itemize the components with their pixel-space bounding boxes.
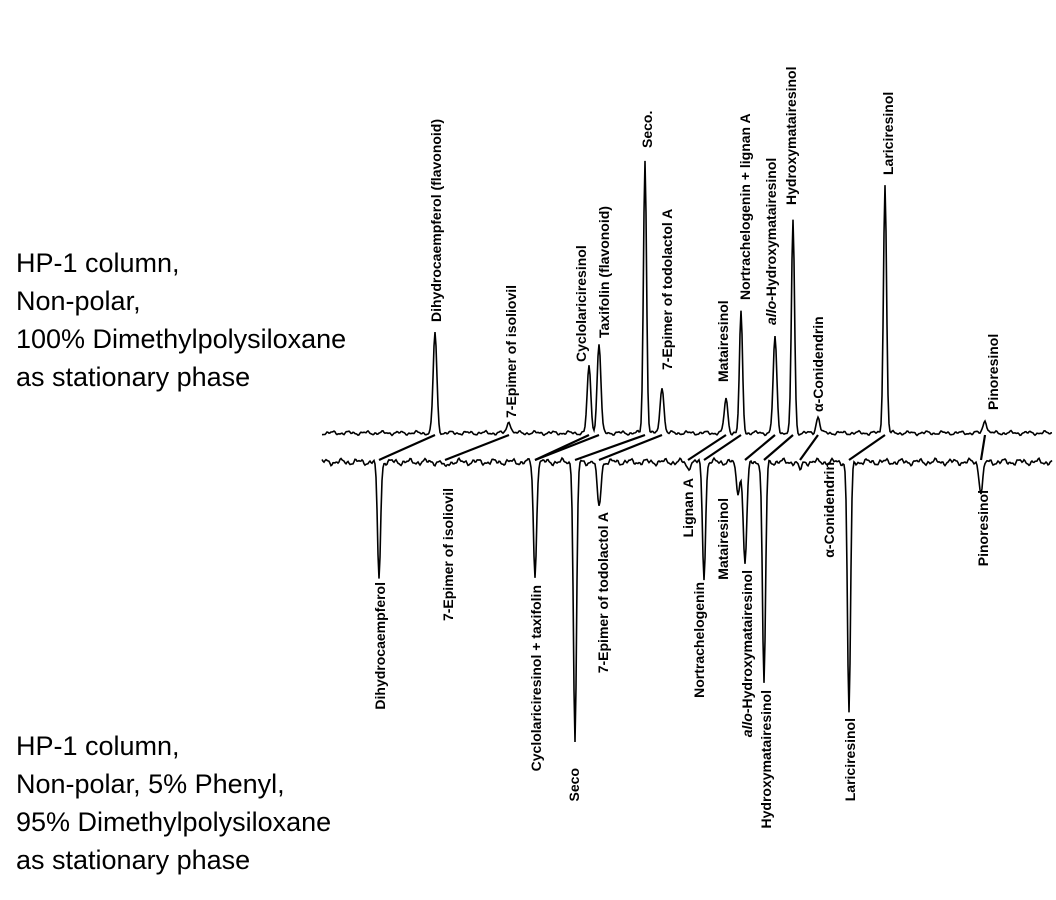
bottom-peak-label: Dihydrocaempferol (372, 582, 388, 710)
peak-correlation-line (378, 433, 436, 462)
top-peak-label: Nortrachelogenin + lignan A (737, 113, 753, 300)
bottom-peak-label: α-Conidendrin (821, 462, 837, 558)
peak-correlation-line (444, 433, 510, 462)
bottom-peak-label: 7-Epimer of isoliovil (440, 488, 456, 621)
bottom-peak-label: Cyclolariciresinol + taxifolin (528, 585, 544, 771)
top-peak-label: Hydroxymatairesinol (783, 67, 799, 206)
top-peak-label: Taxifolin (flavonoid) (596, 206, 612, 338)
caption-line: HP-1 column, (16, 731, 180, 761)
bottom-peak-label: Lignan A (680, 478, 696, 537)
bottom-peak-label: Hydroxymatairesinol (758, 690, 774, 829)
peak-correlation-line (848, 434, 886, 461)
top-chromatogram-trace (321, 160, 1053, 437)
top-peak-label: Lariciresinol (880, 92, 896, 175)
peak-correlation-line (687, 434, 727, 461)
top-peak-label: 7-Epimer of todolactol A (659, 209, 675, 370)
top-peak-label: α-Conidendrin (810, 316, 826, 412)
peak-correlation-line (763, 434, 794, 461)
top-peak-label: Cyclolariciresinol (573, 245, 589, 362)
caption-line: Non-polar, (16, 286, 141, 316)
caption-line: 100% Dimethylpolysiloxane (16, 324, 347, 354)
caption-line: Non-polar, 5% Phenyl, (16, 769, 285, 799)
bottom-peak-label: Pinoresinol (975, 490, 991, 566)
caption-line: 95% Dimethylpolysiloxane (16, 807, 332, 837)
top-peak-label: Matairesinol (715, 300, 731, 382)
top-peak-label: 7-Epimer of isoliovil (503, 285, 519, 418)
bottom-column-caption: HP-1 column, Non-polar, 5% Phenyl, 95% D… (16, 727, 331, 879)
top-peak-label: Dihydrocaempferol (flavonoid) (428, 119, 444, 322)
top-column-caption: HP-1 column, Non-polar, 100% Dimethylpol… (16, 244, 346, 396)
caption-line: as stationary phase (16, 362, 251, 392)
top-peak-label: allo-Hydroxymatairesinol (763, 158, 779, 325)
top-peak-label: Pinoresinol (985, 334, 1001, 410)
peak-correlation-line (598, 433, 663, 462)
bottom-peak-label: allo-Hydroxymatairesinol (739, 570, 755, 737)
bottom-peak-label: Seco (566, 768, 582, 801)
caption-line: HP-1 column, (16, 248, 180, 278)
peak-correlation-line (979, 434, 987, 461)
bottom-peak-label: Matairesinol (715, 498, 731, 580)
peak-correlation-line (744, 434, 776, 461)
bottom-peak-label: Lariciresinol (842, 718, 858, 801)
peak-correlation-line (574, 433, 646, 462)
peak-correlation-line (703, 434, 742, 461)
bottom-chromatogram-trace (321, 456, 1053, 743)
bottom-peak-label: Nortrachelogenin (691, 582, 707, 698)
top-peak-label: Seco. (639, 111, 655, 148)
bottom-peak-label: 7-Epimer of todolactol A (595, 512, 611, 673)
peak-correlation-line (799, 434, 819, 461)
caption-line: as stationary phase (16, 845, 251, 875)
peak-correlation-line (534, 433, 600, 462)
